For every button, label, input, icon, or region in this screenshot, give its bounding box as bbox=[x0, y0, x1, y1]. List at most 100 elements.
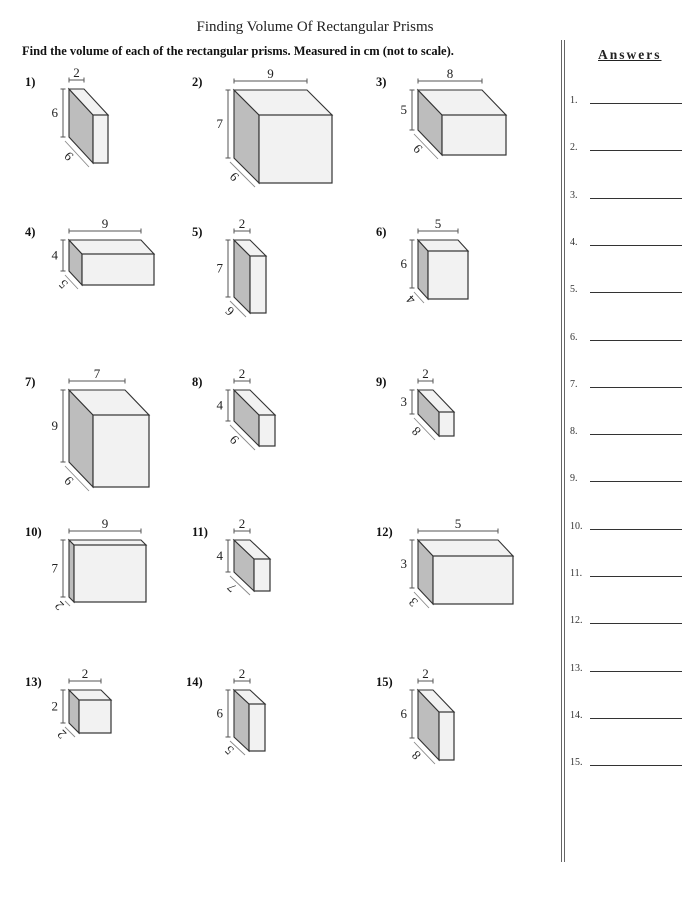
answer-blank[interactable] bbox=[590, 623, 682, 624]
answer-blank[interactable] bbox=[590, 765, 682, 766]
width-label: 9 bbox=[102, 216, 109, 231]
answer-blank[interactable] bbox=[590, 671, 682, 672]
rectangular-prism: 564 bbox=[401, 216, 470, 307]
height-dimension: 5 bbox=[401, 89, 415, 131]
answer-number: 3. bbox=[570, 190, 578, 201]
answer-number: 1. bbox=[570, 95, 578, 106]
answer-blank[interactable] bbox=[590, 529, 682, 530]
height-dimension: 6 bbox=[52, 88, 66, 138]
answer-number: 5. bbox=[570, 284, 578, 295]
answer-blank[interactable] bbox=[590, 340, 682, 341]
rectangular-prism: 979 bbox=[217, 66, 334, 188]
height-label: 7 bbox=[217, 261, 224, 276]
answer-row: 3. bbox=[570, 185, 682, 201]
answer-blank[interactable] bbox=[590, 150, 682, 151]
width-label: 2 bbox=[239, 216, 246, 231]
answer-blank[interactable] bbox=[590, 576, 682, 577]
rectangular-prism: 276 bbox=[217, 216, 268, 319]
height-label: 9 bbox=[52, 418, 59, 433]
height-dimension: 7 bbox=[52, 539, 66, 598]
problem-number: 7) bbox=[25, 375, 36, 389]
answer-row: 2. bbox=[570, 137, 682, 153]
height-dimension: 6 bbox=[217, 689, 231, 738]
rectangular-prism: 9 72 bbox=[52, 516, 148, 613]
problem-number: 13) bbox=[25, 675, 42, 689]
answer-number: 9. bbox=[570, 473, 578, 484]
width-label: 2 bbox=[239, 516, 246, 531]
answer-number: 14. bbox=[570, 710, 583, 721]
answer-blank[interactable] bbox=[590, 292, 682, 293]
width-dimension: 7 bbox=[68, 366, 126, 384]
height-dimension: 6 bbox=[401, 689, 415, 739]
answer-blank[interactable] bbox=[590, 387, 682, 388]
width-dimension: 2 bbox=[233, 366, 251, 384]
height-label: 2 bbox=[52, 699, 59, 714]
answer-number: 6. bbox=[570, 332, 578, 343]
problem-number: 8) bbox=[192, 375, 203, 389]
problem-number: 11) bbox=[192, 525, 208, 539]
rectangular-prism: 269 bbox=[52, 65, 110, 168]
answer-blank[interactable] bbox=[590, 198, 682, 199]
rectangular-prism: 247 bbox=[217, 516, 272, 595]
instructions: Find the volume of each of the rectangul… bbox=[22, 44, 454, 58]
answer-row: 7. bbox=[570, 374, 682, 390]
width-label: 7 bbox=[94, 366, 101, 381]
width-label: 2 bbox=[82, 666, 89, 681]
worksheet-title: Finding Volume Of Rectangular Prisms bbox=[196, 19, 434, 35]
depth-label: 2 bbox=[52, 598, 67, 613]
width-dimension: 2 bbox=[233, 666, 251, 684]
answers-divider bbox=[561, 40, 565, 862]
width-dimension: 2 bbox=[233, 216, 251, 234]
answer-row: 9. bbox=[570, 468, 682, 484]
width-dimension: 9 bbox=[68, 216, 142, 234]
height-label: 6 bbox=[52, 105, 59, 120]
width-label: 9 bbox=[102, 516, 109, 531]
problem-number: 10) bbox=[25, 525, 42, 539]
answer-number: 10. bbox=[570, 521, 583, 532]
height-label: 4 bbox=[52, 248, 59, 263]
rectangular-prism: 265 bbox=[217, 666, 267, 758]
answer-blank[interactable] bbox=[590, 245, 682, 246]
answers-title: Answers bbox=[598, 47, 662, 62]
answer-number: 15. bbox=[570, 757, 583, 768]
rectangular-prism: 238 bbox=[401, 366, 456, 441]
height-dimension: 2 bbox=[52, 689, 66, 724]
problem-number: 14) bbox=[186, 675, 203, 689]
height-dimension: 6 bbox=[401, 239, 415, 289]
width-dimension: 5 bbox=[417, 216, 459, 234]
answer-row: 12. bbox=[570, 610, 682, 626]
answer-number: 13. bbox=[570, 663, 583, 674]
width-dimension: 2 bbox=[68, 65, 85, 83]
answer-number: 2. bbox=[570, 142, 578, 153]
problem-number: 12) bbox=[376, 525, 393, 539]
answer-number: 4. bbox=[570, 237, 578, 248]
width-label: 5 bbox=[435, 216, 442, 231]
answer-blank[interactable] bbox=[590, 434, 682, 435]
width-label: 8 bbox=[447, 66, 454, 81]
width-dimension: 2 bbox=[417, 366, 434, 384]
depth-dimension: 2 bbox=[52, 598, 71, 613]
answer-row: 1. bbox=[570, 90, 682, 106]
answer-row: 14. bbox=[570, 705, 682, 721]
rectangular-prism: 533 bbox=[401, 516, 515, 610]
problem-number: 1) bbox=[25, 75, 36, 89]
height-dimension: 4 bbox=[217, 539, 231, 573]
answer-number: 7. bbox=[570, 379, 578, 390]
answer-blank[interactable] bbox=[590, 103, 682, 104]
answer-blank[interactable] bbox=[590, 481, 682, 482]
answer-blank[interactable] bbox=[590, 718, 682, 719]
rectangular-prism: 799 bbox=[52, 366, 151, 492]
answer-number: 12. bbox=[570, 615, 583, 626]
width-label: 2 bbox=[239, 366, 246, 381]
answer-row: 4. bbox=[570, 232, 682, 248]
width-label: 2 bbox=[73, 65, 80, 80]
width-label: 2 bbox=[239, 666, 246, 681]
height-dimension: 9 bbox=[52, 389, 66, 463]
width-dimension: 9 bbox=[233, 66, 308, 84]
width-dimension: 8 bbox=[417, 66, 483, 84]
depth-dimension: 2 bbox=[54, 726, 76, 742]
width-dimension: 2 bbox=[68, 666, 102, 684]
height-label: 3 bbox=[401, 556, 408, 571]
problem-number: 3) bbox=[376, 75, 387, 89]
height-label: 7 bbox=[217, 116, 224, 131]
